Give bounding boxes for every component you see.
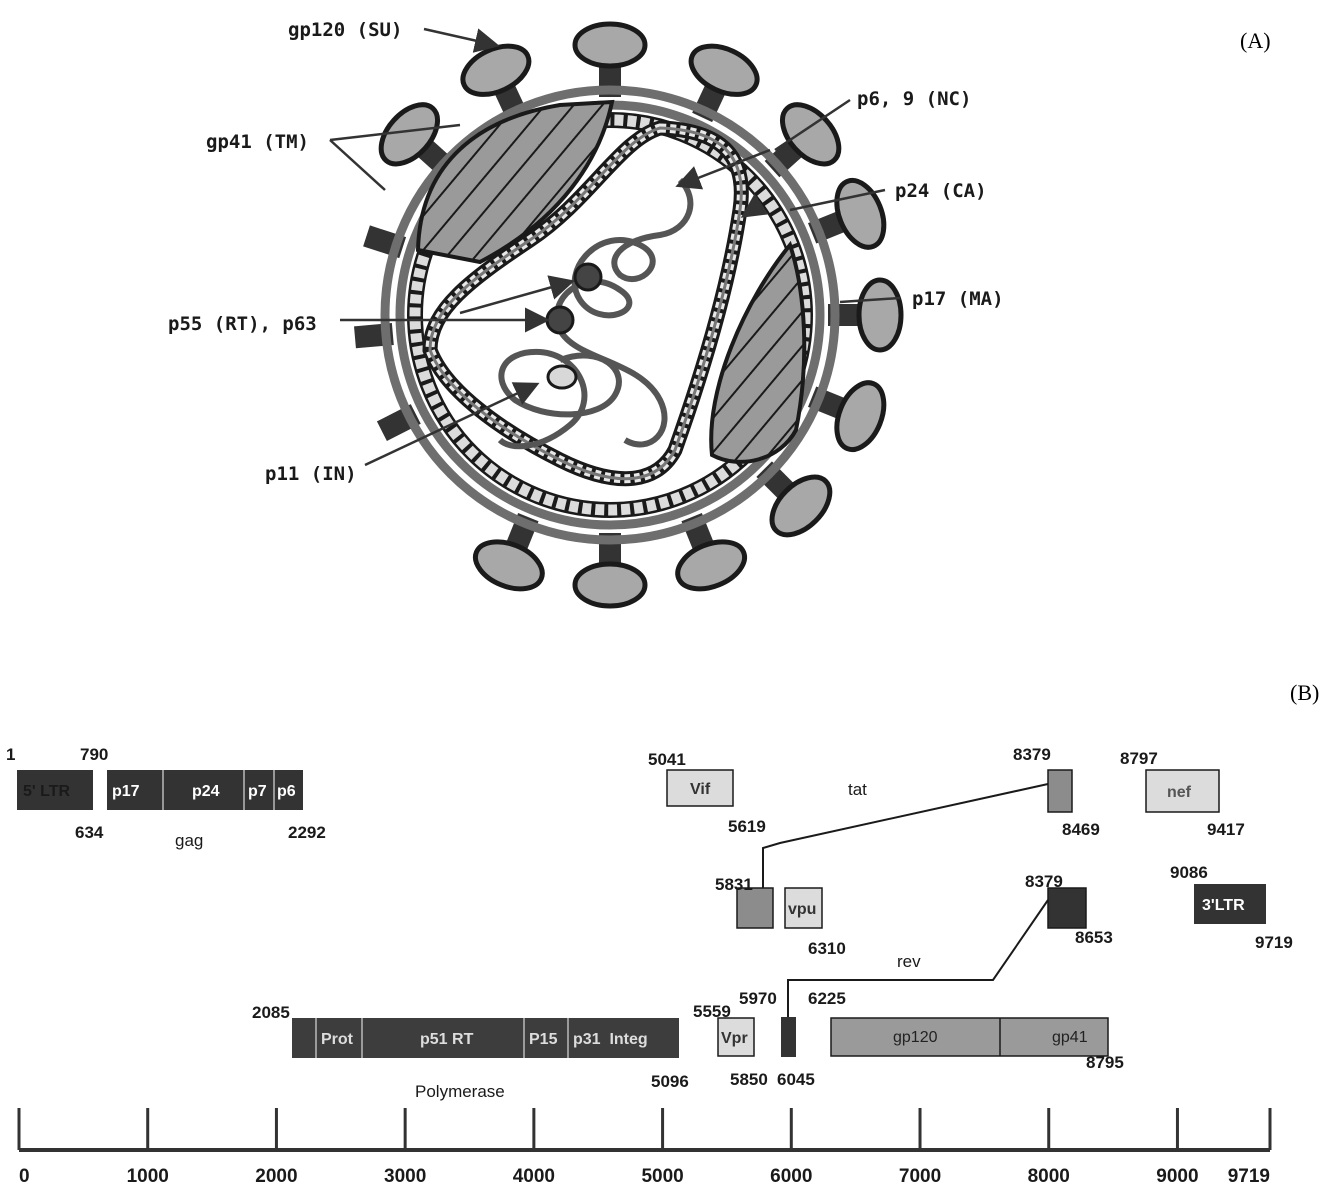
- box-p31: p31 Integ: [573, 1031, 648, 1048]
- label-rev: rev: [897, 952, 921, 971]
- pos-9086: 9086: [1170, 863, 1208, 882]
- panel-b-letter: (B): [1290, 680, 1319, 705]
- box-vpu: [784, 887, 823, 929]
- env-gene: gp120 gp41: [830, 1017, 1109, 1057]
- box-5ltr-label: 5' LTR: [23, 783, 71, 800]
- pos-9417: 9417: [1207, 820, 1245, 839]
- pos-8379-rev: 8379: [1025, 872, 1063, 891]
- box-vif-label: Vif: [690, 781, 711, 798]
- pos-8379-tat: 8379: [1013, 745, 1051, 764]
- rt-enzyme-1: [573, 262, 603, 292]
- axis-tick-label: 8000: [1028, 1166, 1070, 1187]
- box-gp120: gp120: [893, 1029, 938, 1046]
- pos-5041: 5041: [648, 750, 686, 769]
- axis-tick-label: 7000: [899, 1166, 941, 1187]
- tat-splice-line: [762, 783, 1049, 888]
- box-vpr: [717, 1017, 755, 1057]
- pos-6225: 6225: [808, 989, 846, 1008]
- label-p6: p6, 9 (NC): [857, 88, 971, 110]
- label-p11: p11 (IN): [265, 463, 357, 485]
- lateral-body-left: [415, 99, 615, 265]
- lateral-body-right: [709, 240, 807, 464]
- pos-8795: 8795: [1086, 1053, 1124, 1072]
- pos-8469: 8469: [1062, 820, 1100, 839]
- pos-2292: 2292: [288, 823, 326, 842]
- box-p24: p24: [192, 783, 220, 800]
- pos-5559: 5559: [693, 1002, 731, 1021]
- box-tat-exon1: [736, 887, 774, 929]
- label-gag: gag: [175, 831, 203, 850]
- pos-8653: 8653: [1075, 928, 1113, 947]
- gag-gene: p17 p24 p7 p6: [107, 770, 303, 810]
- rev-splice-line: [787, 899, 1049, 1017]
- box-3ltr: [1194, 884, 1266, 924]
- panel-a-letter: (A): [1240, 28, 1271, 53]
- axis-tick-label: 0: [19, 1166, 30, 1187]
- box-p15: P15: [529, 1031, 558, 1048]
- label-polymerase: Polymerase: [415, 1082, 505, 1101]
- box-p7: p7: [248, 783, 267, 800]
- label-tat: tat: [848, 780, 867, 799]
- rna-strand-2: [497, 348, 622, 450]
- pos-6310: 6310: [808, 939, 846, 958]
- rt-enzyme-2: [545, 305, 575, 335]
- integrase-enzyme: [546, 364, 578, 390]
- box-p6: p6: [277, 783, 296, 800]
- outer-membrane: [380, 85, 840, 545]
- axis-tick-label: 2000: [255, 1166, 297, 1187]
- pos-1: 1: [6, 745, 15, 764]
- pos-5619: 5619: [728, 817, 766, 836]
- axis-tick-label: 9000: [1156, 1166, 1198, 1187]
- pos-790: 790: [80, 745, 108, 764]
- box-p17: p17: [112, 783, 140, 800]
- virion-diagram: (A): [168, 19, 1271, 609]
- axis-tick-label: 1000: [127, 1166, 169, 1187]
- pos-8797: 8797: [1120, 749, 1158, 768]
- axis-tick-label: 4000: [513, 1166, 555, 1187]
- pol-gene: Prot p51 RT P15 p31 Integ: [292, 1018, 679, 1058]
- box-gp41: gp41: [1052, 1029, 1088, 1046]
- axis-tick-label: 6000: [770, 1166, 812, 1187]
- box-rev-exon2: [1047, 887, 1087, 929]
- pos-5850: 5850: [730, 1070, 768, 1089]
- genome-axis: 0 1000 2000 3000 4000 5000 6000 7000 8000 9000 971…: [17, 1108, 1272, 1187]
- box-nef: [1145, 769, 1220, 813]
- pos-634: 634: [75, 823, 104, 842]
- box-prot: Prot: [321, 1031, 354, 1048]
- pos-5970: 5970: [739, 989, 777, 1008]
- box-3ltr-label: 3'LTR: [1202, 897, 1245, 914]
- box-nef-label: nef: [1167, 784, 1192, 801]
- pos-9719: 9719: [1255, 933, 1293, 952]
- label-p17: p17 (MA): [912, 288, 1004, 310]
- box-5ltr: [17, 770, 93, 810]
- label-gp120: gp120 (SU): [288, 19, 402, 41]
- axis-tick-label: 3000: [384, 1166, 426, 1187]
- pos-6045: 6045: [777, 1070, 815, 1089]
- axis-tick-label: 5000: [641, 1166, 683, 1187]
- pos-5831: 5831: [715, 875, 753, 894]
- box-vif: [666, 769, 734, 807]
- box-vpu-label: vpu: [788, 901, 816, 918]
- pos-5096: 5096: [651, 1072, 689, 1091]
- pos-2085: 2085: [252, 1003, 290, 1022]
- box-rev-exon1: [781, 1017, 796, 1057]
- leader-lines: [329, 27, 901, 467]
- rna-strand-1: [553, 177, 694, 448]
- label-gp41: gp41 (TM): [206, 131, 309, 153]
- label-p24: p24 (CA): [895, 180, 987, 202]
- axis-tick-label: 9719: [1228, 1166, 1270, 1187]
- genome-map: (B) 5' LTR p17 p24 p7 p6 1 790 634 2292 …: [6, 680, 1319, 1187]
- box-vpr-label: Vpr: [721, 1030, 748, 1047]
- box-p51rt: p51 RT: [420, 1031, 474, 1048]
- box-tat-exon2: [1047, 769, 1073, 813]
- label-p55: p55 (RT), p63: [168, 313, 317, 335]
